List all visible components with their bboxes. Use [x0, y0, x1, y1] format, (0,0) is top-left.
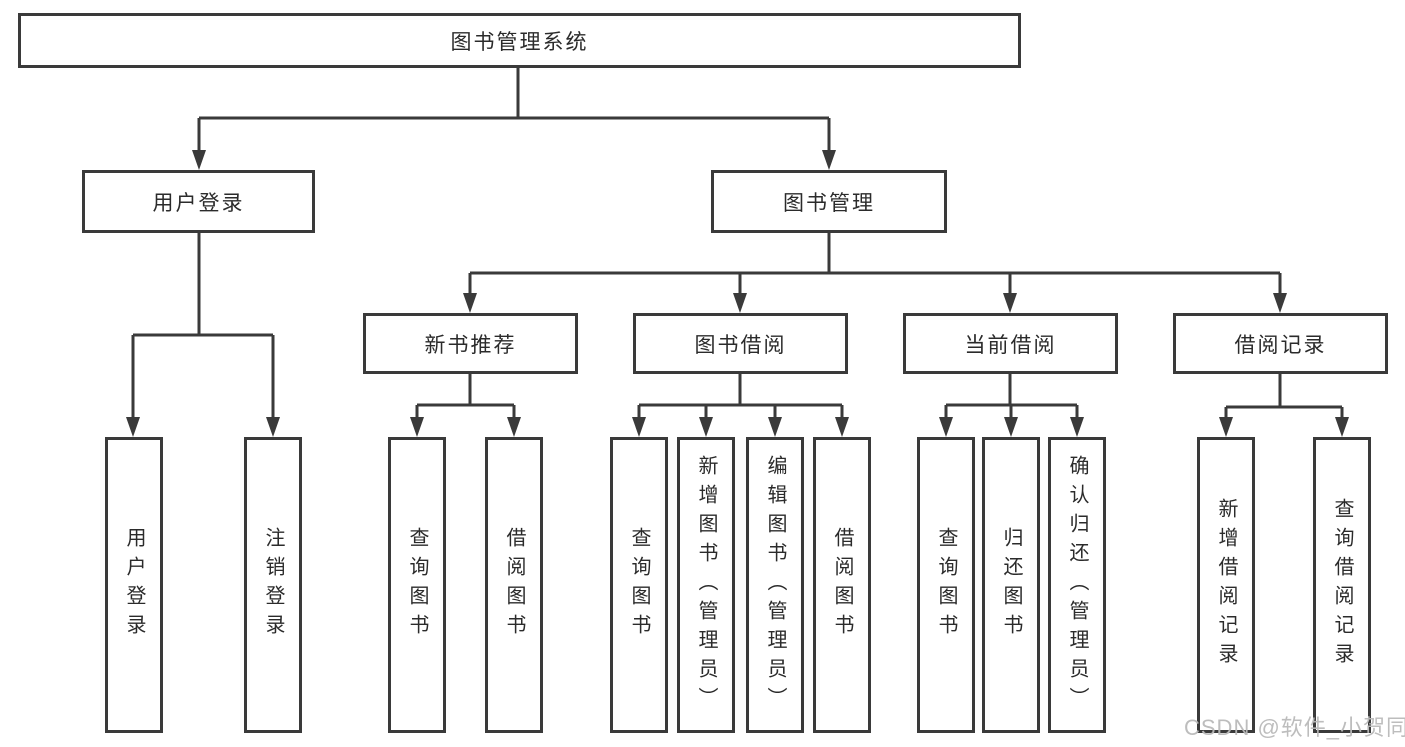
- node-current-borrowing-label: 当前借阅: [964, 333, 1057, 357]
- node-borrow-records-label: 借阅记录: [1234, 333, 1327, 357]
- leaf-query-borrow-record: 查询借阅记录: [1313, 437, 1371, 733]
- node-new-book-recommend-label: 新书推荐: [424, 333, 517, 357]
- leaf-borrow-books-borrowing-label: 借阅图书: [831, 527, 853, 643]
- leaf-logout-label: 注销登录: [262, 527, 284, 643]
- leaf-borrow-books-recommend-label: 借阅图书: [503, 527, 525, 643]
- leaf-query-books-borrowing: 查询图书: [610, 437, 668, 733]
- leaf-add-books-admin: 新增图书（管理员）: [677, 437, 735, 733]
- leaf-edit-books-admin-label: 编辑图书（管理员）: [764, 454, 786, 716]
- node-book-management: 图书管理: [711, 170, 947, 233]
- leaf-confirm-return-admin-label: 确认归还（管理员）: [1066, 454, 1088, 716]
- leaf-query-books-recommend: 查询图书: [388, 437, 446, 733]
- csdn-watermark: CSDN @软件_小贺同学: [1184, 715, 1405, 740]
- node-user-login: 用户登录: [82, 170, 315, 233]
- leaf-user-login-label: 用户登录: [123, 527, 145, 643]
- leaf-borrow-books-borrowing: 借阅图书: [813, 437, 871, 733]
- leaf-user-login: 用户登录: [105, 437, 163, 733]
- node-book-management-label: 图书管理: [783, 191, 875, 215]
- leaf-borrow-books-recommend: 借阅图书: [485, 437, 543, 733]
- leaf-add-borrow-record: 新增借阅记录: [1197, 437, 1255, 733]
- node-borrow-records: 借阅记录: [1173, 313, 1388, 374]
- leaf-add-borrow-record-label: 新增借阅记录: [1215, 498, 1237, 672]
- leaf-return-books-label: 归还图书: [1000, 527, 1022, 643]
- leaf-edit-books-admin: 编辑图书（管理员）: [746, 437, 804, 733]
- leaf-query-books-borrowing-label: 查询图书: [628, 527, 650, 643]
- leaf-return-books: 归还图书: [982, 437, 1040, 733]
- node-book-borrowing-label: 图书借阅: [694, 333, 787, 357]
- leaf-query-borrow-record-label: 查询借阅记录: [1331, 498, 1353, 672]
- node-current-borrowing: 当前借阅: [903, 313, 1118, 374]
- node-new-book-recommend: 新书推荐: [363, 313, 578, 374]
- leaf-logout: 注销登录: [244, 437, 302, 733]
- leaf-query-books-recommend-label: 查询图书: [406, 527, 428, 643]
- leaf-confirm-return-admin: 确认归还（管理员）: [1048, 437, 1106, 733]
- node-user-login-label: 用户登录: [152, 191, 245, 215]
- node-root: 图书管理系统: [18, 13, 1021, 68]
- leaf-query-books-current-label: 查询图书: [935, 527, 957, 643]
- node-book-borrowing: 图书借阅: [633, 313, 848, 374]
- leaf-query-books-current: 查询图书: [917, 437, 975, 733]
- node-root-label: 图书管理系统: [450, 30, 589, 54]
- leaf-add-books-admin-label: 新增图书（管理员）: [695, 454, 717, 716]
